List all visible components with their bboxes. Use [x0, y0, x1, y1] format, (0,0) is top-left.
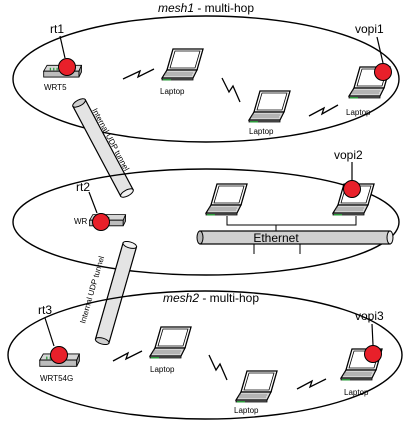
router-rt3-name: rt3 — [38, 303, 52, 317]
node-vopi1-device: Laptop — [346, 108, 371, 117]
laptop-label: Laptop — [249, 127, 274, 136]
router-rt1[interactable]: WRT5 rt1 — [42, 22, 83, 92]
ethernet-label: Ethernet — [253, 231, 299, 245]
node-marker-vopi2 — [343, 180, 361, 198]
node-marker-rt3 — [50, 346, 68, 364]
router-rt2-name: rt2 — [76, 180, 90, 194]
node-vopi1-name: vopi1 — [355, 22, 384, 36]
node-marker-rt2 — [92, 213, 110, 231]
label-pointer-rt3 — [44, 317, 55, 347]
laptop-icon — [235, 370, 278, 404]
laptop-label: Laptop — [160, 87, 185, 96]
mesh2-laptop-b[interactable]: Laptop — [234, 370, 278, 415]
laptop-icon — [205, 183, 248, 217]
laptop-label: Laptop — [150, 365, 175, 374]
laptop-icon — [149, 326, 192, 360]
middle-segment: WR rt2 Ethernet vopi2 — [12, 148, 400, 276]
node-vopi1[interactable]: Laptop vopi1 — [346, 22, 392, 117]
node-vopi3-name: vopi3 — [355, 309, 384, 323]
router-rt2[interactable]: WR rt2 — [74, 180, 127, 231]
ethernet-cable-end — [386, 230, 394, 245]
node-vopi3[interactable]: Laptop vopi3 — [340, 309, 384, 397]
mesh1-title: mesh1 - multi-hop — [158, 1, 254, 15]
wireless-link — [221, 77, 241, 103]
node-vopi2-name: vopi2 — [334, 148, 363, 162]
router-rt1-model: WRT5 — [44, 83, 67, 92]
tunnel-bottom: Internal UDP tunnel — [78, 240, 138, 346]
mesh2-ellipse — [7, 290, 403, 420]
wireless-link — [296, 378, 327, 390]
mesh1-ellipse — [12, 15, 400, 143]
wireless-link — [208, 354, 228, 381]
mesh2-title: mesh2 - multi-hop — [163, 291, 259, 305]
tunnel-top-end — [72, 98, 86, 108]
laptop-icon — [248, 90, 291, 124]
node-vopi3-device: Laptop — [344, 388, 369, 397]
ethernet-laptop[interactable] — [205, 183, 248, 217]
wireless-link — [112, 350, 143, 362]
tunnel-bottom-end — [94, 337, 110, 346]
ethernet-cable-end — [196, 230, 204, 245]
ethernet-drop — [226, 216, 357, 226]
mesh2-group: mesh2 - multi-hop WRT54G rt3 Laptop Lapt… — [7, 290, 403, 420]
node-marker-rt1 — [58, 58, 76, 76]
ethernet-label-box — [247, 232, 305, 243]
label-pointer-vopi1 — [376, 36, 384, 64]
router-rt2-model: WR — [74, 217, 88, 226]
middle-ellipse — [12, 168, 400, 276]
ethernet-bus: Ethernet — [196, 216, 394, 254]
mesh1-group: mesh1 - multi-hop WRT5 rt1 Laptop Laptop… — [12, 1, 400, 143]
router-rt3-model: WRT54G — [40, 374, 73, 383]
node-marker-vopi3 — [364, 345, 382, 363]
label-pointer-rt2 — [88, 191, 98, 214]
wireless-link — [122, 68, 155, 80]
tunnel-bottom-end — [122, 240, 138, 249]
mesh2-laptop-a[interactable]: Laptop — [149, 326, 192, 374]
tunnel-top-end — [120, 188, 134, 198]
label-pointer-rt1 — [59, 35, 66, 59]
router-rt3[interactable]: WRT54G rt3 — [38, 303, 81, 383]
mesh1-laptop-b[interactable]: Laptop — [248, 90, 291, 136]
mesh1-laptop-a[interactable]: Laptop — [160, 48, 204, 96]
node-marker-vopi1 — [374, 63, 392, 81]
node-vopi2[interactable]: vopi2 — [332, 148, 375, 217]
router-rt1-name: rt1 — [50, 22, 64, 36]
laptop-icon — [161, 48, 204, 82]
wireless-link — [308, 104, 339, 117]
laptop-label: Laptop — [234, 406, 259, 415]
label-pointer-vopi3 — [371, 323, 374, 346]
